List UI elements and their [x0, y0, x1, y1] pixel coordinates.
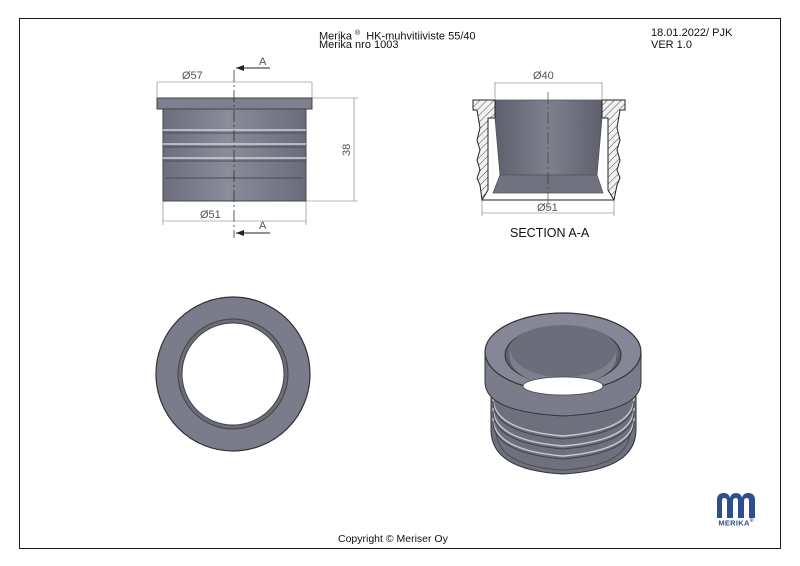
front-body	[162, 108, 307, 202]
drawing-frame	[19, 18, 781, 549]
front-view: Ø57 Ø51 38 A A	[156, 56, 358, 238]
title-line: Merika® HK-muhvitiiviste 55/40	[319, 27, 476, 44]
iso-view	[484, 312, 642, 475]
front-grooves	[163, 129, 306, 159]
copyright-text: Copyright © Meriser Oy	[338, 533, 448, 545]
product-number: Merika nro 1003	[319, 39, 399, 51]
merika-logo: MERIKA®	[711, 490, 761, 530]
section-inner-diameter: Ø40	[533, 70, 554, 82]
top-view	[155, 296, 311, 452]
registered-mark: ®	[355, 30, 361, 37]
brand-name: Merika	[319, 30, 353, 43]
merika-logo-icon	[717, 493, 755, 518]
front-height: 38	[341, 144, 353, 156]
front-top-diameter: Ø57	[182, 70, 203, 82]
section-right-wall	[601, 99, 626, 202]
section-mark-bottom: A	[259, 220, 267, 232]
product-name: HK-muhvitiiviste 55/40	[366, 30, 476, 43]
section-outer-diameter: Ø51	[537, 202, 558, 214]
section-inner-surface	[494, 99, 603, 176]
section-left-wall	[472, 99, 496, 202]
front-bottom-diameter: Ø51	[200, 209, 221, 221]
front-flange	[156, 97, 313, 110]
section-arrow-top: A	[236, 56, 270, 71]
date-author: 18.01.2022/ PJK	[651, 27, 733, 39]
logo-reg-mark: ®	[749, 518, 754, 524]
section-mark-top: A	[259, 56, 267, 68]
section-label: SECTION A-A	[510, 226, 590, 240]
version-label: VER 1.0	[651, 39, 692, 51]
top-inner-hole	[181, 322, 285, 426]
logo-text: MERIKA	[718, 518, 750, 528]
section-view: Ø40 Ø51	[472, 70, 626, 216]
section-arrow-bottom: A	[236, 220, 270, 236]
